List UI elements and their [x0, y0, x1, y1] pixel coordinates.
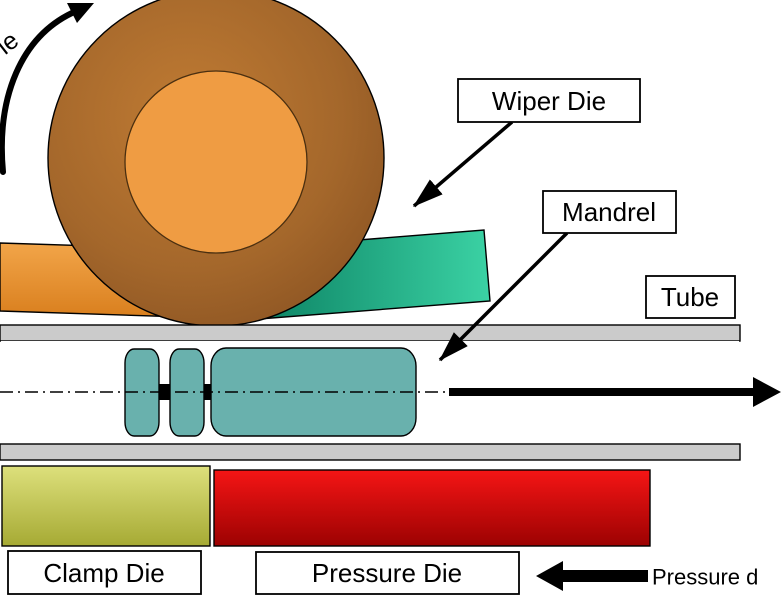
wiper-die-leader-arrow: [412, 120, 514, 208]
tube-wall-bottom: [0, 443, 741, 461]
pressure-die-label-box: [255, 551, 520, 595]
tube-wall-top: [0, 324, 741, 342]
clamp-die-label: Clamp Die: [43, 558, 164, 588]
pressure-direction-label: Pressure d: [652, 565, 758, 590]
clamp-die-shape: [1, 465, 211, 547]
pressure-direction-arrow: [536, 561, 648, 591]
bend-die-partial-label: ie: [0, 26, 24, 60]
rotation-arrow-head: [67, 3, 94, 23]
mandrel-rod-arrow: [449, 377, 781, 407]
mandrel-link-1: [158, 384, 171, 400]
rotation-arrow: [0, 10, 75, 175]
pressure-die-label: Pressure Die: [312, 558, 462, 588]
tube-label: Tube: [661, 282, 719, 312]
mandrel-leader-arrow: [438, 231, 569, 362]
wiper-die-label: Wiper Die: [492, 86, 606, 116]
mandrel-label: Mandrel: [562, 197, 656, 227]
wiper-die-label-box: [457, 78, 641, 123]
mandrel-label-box: [542, 190, 677, 234]
tube-label-box: [645, 275, 736, 319]
bend-die-hub-circle: [124, 70, 308, 254]
pressure-die-shape: [213, 469, 651, 547]
clamp-die-label-box: [7, 550, 202, 595]
